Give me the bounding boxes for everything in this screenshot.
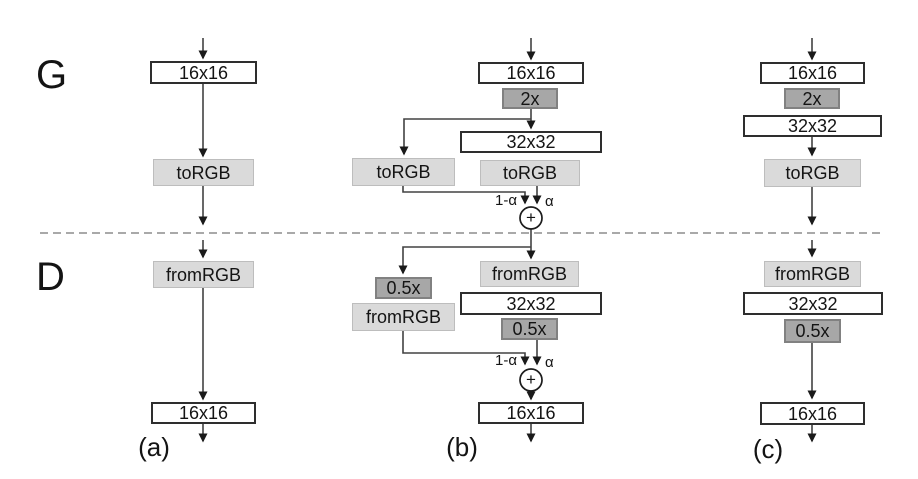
blend-weight-alpha: α: [545, 354, 554, 371]
fromrgb-box: fromRGB: [480, 261, 579, 287]
arrow-b-d-fromrgb-left-to-sum: [402, 331, 530, 366]
column-b-generator-wires: [399, 38, 542, 247]
sum-circle-generator: [519, 206, 543, 230]
torgb-box: toRGB: [480, 160, 580, 186]
arrow-b-d-skip-to-05x-left: [398, 246, 531, 275]
layer-box-32x32: 32x32: [743, 115, 882, 137]
torgb-box: toRGB: [352, 158, 455, 186]
layer-box-32x32: 32x32: [460, 292, 602, 315]
arrow-b-g-torgb-left-to-sum: [402, 186, 530, 205]
downsample-box: 0.5x: [375, 277, 432, 299]
blend-weight-alpha: α: [545, 193, 554, 210]
downsample-box: 0.5x: [784, 319, 841, 343]
torgb-box: toRGB: [764, 159, 861, 187]
arrow-b-g-skip-to-torgb-left: [399, 118, 531, 156]
fromrgb-box: fromRGB: [153, 261, 254, 288]
fromrgb-box: fromRGB: [352, 303, 455, 331]
downsample-box: 0.5x: [501, 318, 558, 340]
column-c-caption: (c): [752, 434, 784, 464]
layer-box-16x16: 16x16: [760, 62, 865, 84]
layer-box-16x16: 16x16: [478, 62, 584, 84]
layer-box-16x16: 16x16: [150, 61, 257, 84]
blend-weight-one-minus-alpha: 1-α: [494, 352, 517, 369]
layer-box-16x16: 16x16: [478, 402, 584, 424]
sum-operator: +: [526, 208, 536, 227]
layer-box-16x16: 16x16: [760, 402, 865, 425]
layer-box-16x16: 16x16: [151, 402, 256, 424]
sum-circle-discriminator: [519, 368, 543, 392]
fromrgb-box: fromRGB: [764, 261, 861, 287]
generator-row-label: G: [36, 53, 68, 97]
column-a-caption: (a): [138, 432, 170, 462]
sum-operator: +: [526, 370, 536, 389]
upsample-box: 2x: [784, 88, 840, 109]
torgb-box: toRGB: [153, 159, 254, 186]
blend-weight-one-minus-alpha: 1-α: [494, 192, 517, 209]
column-b-caption: (b): [446, 432, 478, 462]
discriminator-row-label: D: [36, 255, 65, 299]
column-b-discriminator-wires: [398, 246, 542, 443]
layer-box-32x32: 32x32: [743, 292, 883, 315]
upsample-box: 2x: [502, 88, 558, 109]
layer-box-32x32: 32x32: [460, 131, 602, 153]
